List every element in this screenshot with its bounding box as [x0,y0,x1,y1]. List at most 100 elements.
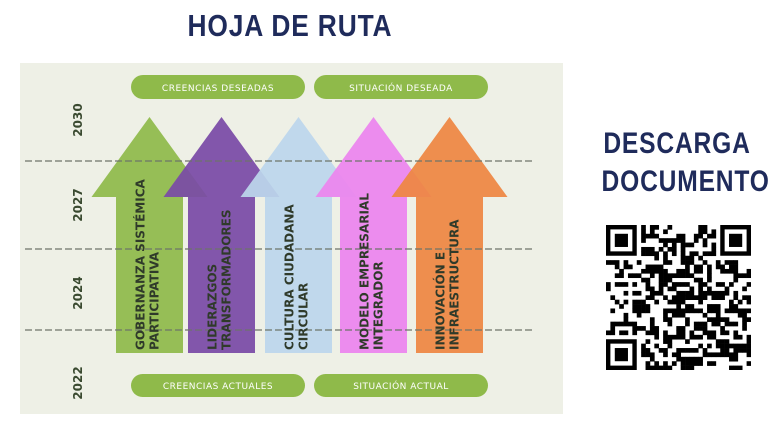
qr-module [707,317,712,322]
qr-module [680,334,686,340]
qr-module [729,268,734,274]
qr-module [702,238,708,243]
qr-module [680,299,686,305]
qr-module [685,295,690,300]
qr-module [715,295,721,300]
qr-module [623,290,629,296]
qr-module [667,238,673,243]
qr-module [689,365,695,370]
year-2022: 2022 [71,366,85,399]
qr-module [724,290,730,296]
qr-module [667,260,673,265]
qr-module [693,334,699,340]
qr-module [671,312,677,318]
qr-module [610,321,616,327]
qr-module [715,312,721,318]
qr-module [667,308,673,314]
qr-module [707,268,712,274]
qr-module [676,334,681,340]
qr-module [641,348,646,353]
qr-module [641,251,646,257]
arrow-label: MODELO EMPRESARIAL [358,193,372,350]
qr-module [720,290,725,296]
qr-module [711,317,717,322]
qr-module [680,308,686,314]
qr-module [733,277,739,283]
qr-module [676,238,681,243]
qr-module [737,365,743,370]
qr-module [645,282,651,287]
qr-module [645,295,651,300]
qr-module [606,286,611,292]
qr-module [733,308,739,314]
qr-module [649,229,655,235]
qr-module [680,356,686,362]
qr-module [663,260,668,265]
qr-module [680,295,686,300]
qr-module [746,361,751,366]
year-2030: 2030 [71,103,85,136]
qr-module [649,356,655,362]
qr-module [667,317,673,322]
qr-module [685,273,690,279]
qr-module [663,361,668,366]
qr-module [742,348,747,353]
qr-module [698,308,703,314]
qr-module [676,330,681,336]
qr-module [654,255,660,261]
qr-module [698,290,703,296]
qr-module [614,321,620,327]
qr-module [689,242,695,248]
qr-module [702,326,708,331]
qr-module [658,268,664,274]
qr-module [649,273,655,279]
download-heading-line1: DESCARGA [603,127,751,160]
qr-module [685,339,690,344]
qr-module [663,330,668,336]
qr-module [610,260,616,265]
timeline-dividers [25,160,533,331]
qr-module [654,225,660,230]
qr-module [689,255,695,261]
qr-module [676,290,681,296]
qr-module [671,286,677,292]
qr-module [693,356,699,362]
qr-module [711,290,717,296]
qr-module [689,330,695,336]
qr-module [711,233,717,239]
qr-module [733,321,739,327]
qr-module [702,352,708,358]
pill-creencias-actuales [131,374,305,397]
qr-module [746,334,751,340]
qr-module [707,286,712,292]
qr-module [729,365,734,370]
arrow-4 [315,117,432,353]
qr-module [663,255,668,261]
qr-module [676,299,681,305]
qr-module [702,225,708,230]
qr-module [658,365,664,370]
qr-module [733,304,739,309]
qr-module [649,246,655,252]
qr-module [649,321,655,327]
qr-module [693,308,699,314]
qr-module [614,282,620,287]
qr-module [685,356,690,362]
qr-module [641,299,646,305]
qr-module [733,260,739,265]
qr-module [667,343,673,349]
qr-module [698,268,703,274]
qr-module [689,290,695,296]
qr-module [689,356,695,362]
qr-module [689,260,695,265]
qr-module [680,242,686,248]
qr-module [645,246,651,252]
qr-module [680,365,686,370]
qr-module [623,260,629,265]
qr-module [658,264,664,270]
qr-module [724,348,730,353]
qr-code[interactable] [606,225,751,370]
qr-module [671,308,677,314]
qr-module [685,242,690,248]
qr-module [711,229,717,235]
